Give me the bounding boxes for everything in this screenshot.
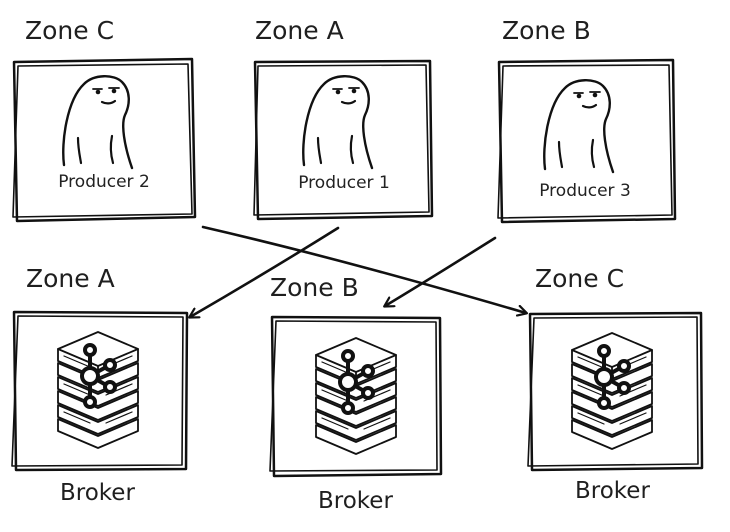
broker-zone-label: Zone B <box>270 273 359 302</box>
connection-producer-3-to-broker-zone-b <box>385 236 497 306</box>
person-sketch-icon <box>543 79 615 174</box>
broker-name: Broker <box>60 480 135 506</box>
broker-name: Broker <box>318 488 393 514</box>
producer-zone-label: Zone C <box>25 16 115 45</box>
producer-zone-label: Zone A <box>255 16 344 45</box>
producer-zone-label: Zone B <box>502 16 591 45</box>
broker-box-zone-b <box>269 315 443 478</box>
producer-name: Producer 2 <box>58 172 150 192</box>
producer-name: Producer 1 <box>298 173 390 193</box>
broker-zone-label: Zone C <box>535 264 625 293</box>
kafka-server-icon <box>570 331 654 451</box>
producer-box-producer-1 <box>253 59 434 221</box>
connection-producer-1-to-broker-zone-a <box>190 226 340 317</box>
broker-zone-label: Zone A <box>26 264 115 293</box>
broker-box-zone-a <box>11 310 189 472</box>
producer-box-producer-2 <box>12 57 197 223</box>
person-sketch-icon <box>62 75 134 170</box>
connection-producer-2-to-broker-zone-c <box>201 225 526 313</box>
kafka-server-icon <box>314 336 398 456</box>
broker-box-zone-c <box>527 311 704 472</box>
broker-name: Broker <box>575 478 650 504</box>
kafka-server-icon <box>56 330 140 450</box>
person-sketch-icon <box>302 75 374 170</box>
producer-box-producer-3 <box>497 58 677 224</box>
producer-name: Producer 3 <box>539 181 631 201</box>
